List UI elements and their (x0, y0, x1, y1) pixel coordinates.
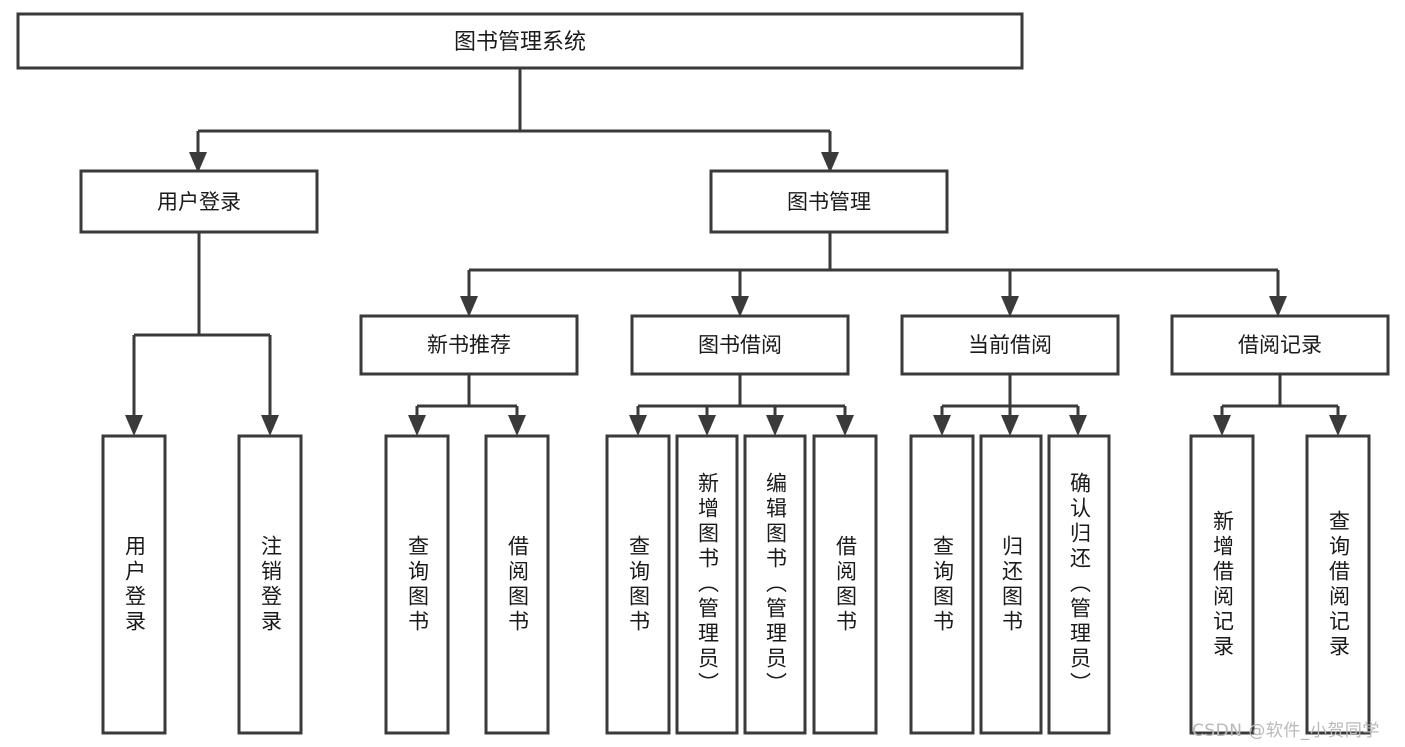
node-root-label: 图书管理系统 (454, 30, 586, 55)
arrow-bm-to-recommend (460, 296, 478, 317)
arrow-bb-leaf-2 (698, 415, 716, 436)
arrow-bm-to-record (1269, 296, 1287, 317)
csdn-watermark: CSDN @软件_小贺同学 (1192, 721, 1380, 741)
node-borrow-record-box[interactable] (1170, 314, 1390, 376)
node-new-book-recommend[interactable]: 新书推荐 (359, 314, 579, 376)
leaf-box-user-login[interactable] (101, 434, 167, 735)
arrow-cb-leaf-2 (1001, 415, 1019, 436)
arrow-bm-to-current (1001, 296, 1019, 317)
node-borrow-record-label: 借阅记录 (1238, 333, 1322, 357)
node-user-login[interactable]: 用户登录 (79, 169, 319, 234)
leaf-box-query-book-2[interactable] (605, 434, 671, 735)
leaf-box-query-book-3[interactable] (909, 434, 975, 735)
node-current-borrow-label: 当前借阅 (968, 333, 1052, 357)
leaf-box-borrow-book-1[interactable] (484, 434, 550, 735)
node-book-borrow-box[interactable] (630, 314, 850, 376)
arrow-rc-leaf-2 (508, 415, 526, 436)
leaf-box-add-book[interactable] (675, 434, 739, 735)
leaf-box-add-record[interactable] (1189, 434, 1255, 735)
arrow-cb-leaf-3 (1069, 415, 1087, 436)
arrow-bb-leaf-4 (836, 415, 854, 436)
arrow-br-leaf-1 (1213, 415, 1231, 436)
node-book-borrow[interactable]: 图书借阅 (630, 314, 850, 376)
leaf-box-query-book-1[interactable] (384, 434, 450, 735)
node-root[interactable]: 图书管理系统 (16, 12, 1024, 70)
leaf-nodes (101, 434, 1371, 735)
node-user-login-box[interactable] (79, 169, 319, 234)
node-new-book-recommend-box[interactable] (359, 314, 579, 376)
arrow-ul-leaf-1 (125, 415, 143, 436)
node-new-book-recommend-label: 新书推荐 (427, 333, 511, 357)
leaf-box-borrow-book-2[interactable] (812, 434, 878, 735)
connector-group-root (189, 68, 839, 173)
node-current-borrow[interactable]: 当前借阅 (900, 314, 1120, 376)
node-current-borrow-box[interactable] (900, 314, 1120, 376)
arrow-br-leaf-2 (1329, 415, 1347, 436)
arrow-bb-leaf-1 (629, 415, 647, 436)
leaf-box-return-book[interactable] (979, 434, 1043, 735)
node-book-manage-box[interactable] (709, 169, 949, 234)
node-book-borrow-label: 图书借阅 (698, 333, 782, 357)
connector-group-record (1213, 374, 1347, 436)
arrow-ul-leaf-2 (261, 415, 279, 436)
connector-group-current (933, 374, 1087, 436)
node-user-login-label: 用户登录 (157, 190, 241, 214)
connector-group-user-login (125, 232, 279, 436)
connector-group-borrow (629, 374, 854, 436)
arrow-bb-leaf-3 (766, 415, 784, 436)
leaf-box-confirm-return[interactable] (1047, 434, 1111, 735)
arrow-rc-leaf-1 (408, 415, 426, 436)
node-book-manage[interactable]: 图书管理 (709, 169, 949, 234)
leaf-box-edit-book[interactable] (743, 434, 807, 735)
node-borrow-record[interactable]: 借阅记录 (1170, 314, 1390, 376)
node-book-manage-label: 图书管理 (787, 190, 871, 214)
leaf-box-query-record[interactable] (1305, 434, 1371, 735)
arrow-cb-leaf-1 (933, 415, 951, 436)
leaf-box-user-logout[interactable] (237, 434, 303, 735)
arrow-bm-to-borrow (731, 296, 749, 317)
connector-group-recommend (408, 374, 526, 436)
connector-group-book-manage (460, 232, 1287, 317)
node-root-box[interactable] (16, 12, 1024, 70)
